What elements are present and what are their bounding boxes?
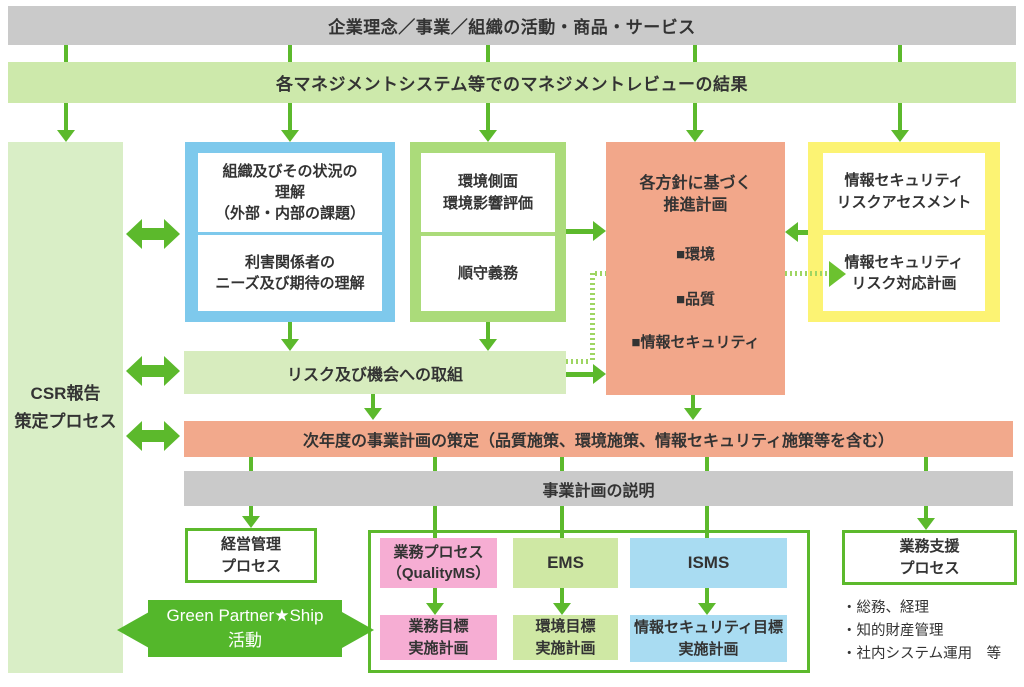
arrow-isms-to-goal [698,588,716,615]
ems-box: EMS [513,538,618,588]
connector-bar-2 [288,45,292,62]
env-box: 環境側面 環境影響評価 順守義務 [410,142,566,322]
dotted-vertical [590,273,595,361]
context-box: 組織及びその状況の 理解 （外部・内部の課題） 利害関係者の ニーズ及び期待の理… [185,142,395,322]
arrow-quality-to-goal [426,588,444,615]
context-stakeholders-box: 利害関係者の ニーズ及び期待の理解 [198,235,382,311]
connector-explain-isms [705,506,709,538]
connector-plan-explain-2 [433,457,437,471]
policy-item-quality: ■品質 [675,291,716,309]
infosec-response-box: 情報セキュリティ リスク対応計画 [823,235,985,311]
explain-bar: 事業計画の説明 [184,471,1013,506]
green-partner-box: Green Partner★Ship 活動 [148,600,342,657]
arrow-risk-to-policy [566,364,606,384]
arrow-to-context-box [281,103,299,142]
support-notes: ・総務、経理 ・知的財産管理 ・社内システム運用 等 [842,597,1024,669]
infosec-box: 情報セキュリティ リスクアセスメント 情報セキュリティ リスク対応計画 [808,142,1000,322]
support-note-3: ・社内システム運用 等 [842,646,1002,662]
risk-bar: リスク及び機会への取組 [184,351,566,394]
arrow-to-infosec-box [891,103,909,142]
isms-goal-box: 情報セキュリティ目標 実施計画 [630,615,787,662]
connector-plan-explain-1 [249,457,253,471]
connector-bar-5 [898,45,902,62]
infosec-assessment-box: 情報セキュリティ リスクアセスメント [823,153,985,230]
support-note-2: ・知的財産管理 [842,623,944,639]
arrow-explain-to-support [917,506,935,530]
isms-box: ISMS [630,538,787,588]
dotted-risk-elbow [566,359,590,364]
support-note-1: ・総務、経理 [842,600,929,616]
connector-bar-4 [693,45,697,62]
arrow-to-env-box [479,103,497,142]
arrow-context-to-risk [281,322,299,351]
double-arrow-csr-plan [126,421,180,451]
csr-process-column: CSR報告 策定プロセス [8,142,123,673]
env-aspects-box: 環境側面 環境影響評価 [421,153,555,232]
policy-box-title: 各方針に基づく 推進計画 [639,174,752,214]
connector-plan-explain-4 [705,457,709,471]
arrow-to-csr [57,103,75,142]
connector-plan-explain-3 [560,457,564,471]
arrow-env-to-policy [566,221,606,241]
quality-goal-box: 業務目標 実施計画 [380,615,497,660]
arrow-ems-to-goal [553,588,571,615]
green-partner-left-arrow-icon [117,612,149,648]
philosophy-bar: 企業理念／事業／組織の活動・商品・サービス [8,6,1016,45]
arrow-explain-to-management [242,506,260,528]
connector-bar-1 [64,45,68,62]
review-bar: 各マネジメントシステム等でのマネジメントレビューの結果 [8,62,1016,103]
env-compliance-box: 順守義務 [421,236,555,311]
double-arrow-csr-context [126,219,180,249]
connector-bar-3 [486,45,490,62]
policy-box: 各方針に基づく 推進計画 ■環境 ■品質 ■情報セキュリティ [606,142,785,395]
ms-group-box [368,530,810,673]
arrow-policy-to-plan [684,395,702,420]
arrow-risk-to-plan [364,394,382,420]
arrow-env-to-risk [479,322,497,351]
green-partner-right-arrow-icon [342,612,374,648]
support-process-box: 業務支援 プロセス [842,530,1017,585]
arrow-to-policy-box [686,103,704,142]
quality-ms-box: 業務プロセス （QualityMS） [380,538,497,588]
management-process-box: 経営管理 プロセス [185,528,317,583]
policy-item-infosec: ■情報セキュリティ [631,334,760,352]
dotted-to-policy [595,271,606,276]
context-understanding-box: 組織及びその状況の 理解 （外部・内部の課題） [198,153,382,232]
dotted-arrowhead-icon [829,261,846,287]
connector-plan-explain-5 [924,457,928,471]
connector-explain-ems [560,506,564,538]
plan-bar: 次年度の事業計画の策定（品質施策、環境施策、情報セキュリティ施策等を含む） [184,421,1013,457]
arrow-infosec-to-policy [785,222,808,242]
double-arrow-csr-risk [126,356,180,386]
dotted-policy-to-infosec [785,271,829,276]
connector-explain-quality [433,506,437,538]
env-goal-box: 環境目標 実施計画 [513,615,618,660]
policy-item-env: ■環境 [675,246,716,264]
